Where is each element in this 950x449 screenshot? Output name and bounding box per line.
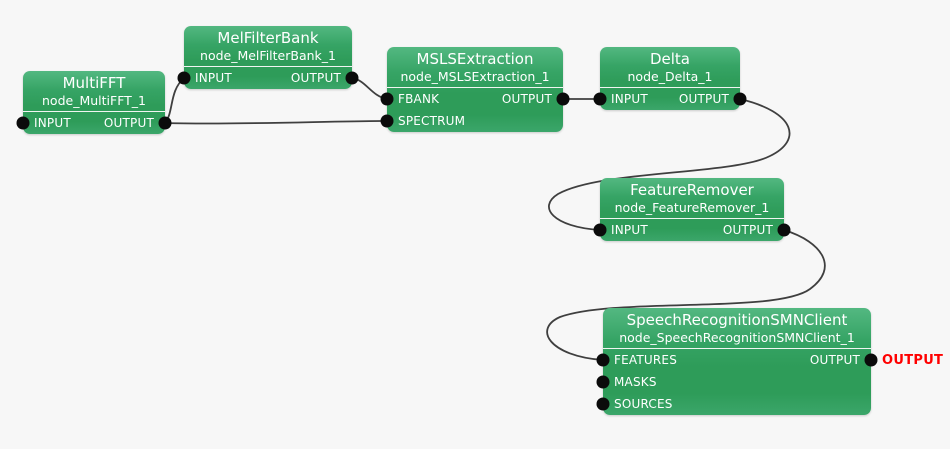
- node-separator: [600, 87, 740, 88]
- output-port-label: OUTPUT: [678, 92, 729, 106]
- node-speechrecognitionsmnclient[interactable]: SpeechRecognitionSMNClient node_SpeechRe…: [596, 308, 878, 415]
- input-port-label: MASKS: [614, 375, 657, 389]
- node-separator: [23, 111, 165, 112]
- output-port-dot[interactable]: [158, 116, 172, 130]
- output-port-label: OUTPUT: [501, 92, 552, 106]
- node-subtitle: node_MelFilterBank_1: [200, 48, 336, 63]
- node-separator: [184, 66, 352, 67]
- input-port-dot[interactable]: [177, 71, 191, 85]
- input-port-dot[interactable]: [596, 397, 610, 411]
- node-multifft[interactable]: MultiFFT node_MultiFFT_1 INPUT OUTPUT: [16, 71, 172, 134]
- input-port-dot[interactable]: [596, 353, 610, 367]
- port-row: SPECTRUM: [380, 110, 563, 132]
- node-title: SpeechRecognitionSMNClient: [626, 311, 848, 329]
- input-port-label: INPUT: [34, 116, 71, 130]
- node-subtitle: node_MSLSExtraction_1: [400, 69, 550, 84]
- input-port-label: SPECTRUM: [398, 114, 466, 128]
- output-port-dot[interactable]: [777, 223, 791, 237]
- output-port-dot[interactable]: [556, 92, 570, 106]
- exported-output-label[interactable]: OUTPUT: [882, 353, 944, 368]
- node-title: FeatureRemover: [630, 181, 754, 199]
- input-port-label: INPUT: [611, 223, 648, 237]
- output-port-label: OUTPUT: [103, 116, 154, 130]
- input-port-dot[interactable]: [593, 223, 607, 237]
- node-subtitle: node_MultiFFT_1: [42, 93, 146, 108]
- input-port-label: INPUT: [611, 92, 648, 106]
- output-port-dot[interactable]: [733, 92, 747, 106]
- node-melfilterbank[interactable]: MelFilterBank node_MelFilterBank_1 INPUT…: [177, 26, 359, 89]
- node-title: Delta: [649, 50, 691, 68]
- port-row: SOURCES: [596, 393, 871, 415]
- wire-featureremover-to-speechrecognition[interactable]: [546, 229, 826, 361]
- output-port-label: OUTPUT: [290, 71, 341, 85]
- port-row: INPUT OUTPUT: [593, 88, 747, 110]
- port-row: INPUT OUTPUT: [177, 67, 359, 89]
- node-title: MultiFFT: [62, 74, 126, 92]
- node-separator: [603, 348, 871, 349]
- output-port-dot[interactable]: [864, 353, 878, 367]
- input-port-label: SOURCES: [614, 397, 673, 411]
- node-separator: [387, 87, 563, 88]
- input-port-dot[interactable]: [380, 92, 394, 106]
- port-row: FEATURES OUTPUT: [596, 349, 878, 371]
- port-row: MASKS: [596, 371, 871, 393]
- input-port-dot[interactable]: [380, 114, 394, 128]
- input-port-dot[interactable]: [593, 92, 607, 106]
- input-port-label: FEATURES: [614, 353, 678, 367]
- port-row: INPUT OUTPUT: [593, 219, 791, 241]
- wire-delta-to-featureremover[interactable]: [548, 98, 791, 231]
- node-featureremover[interactable]: FeatureRemover node_FeatureRemover_1 INP…: [593, 178, 791, 241]
- node-subtitle: node_Delta_1: [627, 69, 713, 84]
- input-port-label: INPUT: [195, 71, 232, 85]
- node-delta[interactable]: Delta node_Delta_1 INPUT OUTPUT: [593, 47, 747, 110]
- input-port-dot[interactable]: [596, 375, 610, 389]
- output-port-label: OUTPUT: [809, 353, 860, 367]
- node-subtitle: node_FeatureRemover_1: [614, 200, 770, 215]
- node-separator: [600, 218, 784, 219]
- node-title: MSLSExtraction: [416, 50, 534, 68]
- output-port-label: OUTPUT: [722, 223, 773, 237]
- output-port-dot[interactable]: [345, 71, 359, 85]
- input-port-label: FBANK: [398, 92, 440, 106]
- node-subtitle: node_SpeechRecognitionSMNClient_1: [619, 330, 855, 345]
- port-row: INPUT OUTPUT: [16, 112, 172, 134]
- port-row: FBANK OUTPUT: [380, 88, 570, 110]
- input-port-dot[interactable]: [16, 116, 30, 130]
- node-mslsextraction[interactable]: MSLSExtraction node_MSLSExtraction_1 FBA…: [380, 47, 570, 132]
- node-title: MelFilterBank: [217, 29, 319, 47]
- wire-multifft-to-msls-spectrum[interactable]: [164, 120, 388, 125]
